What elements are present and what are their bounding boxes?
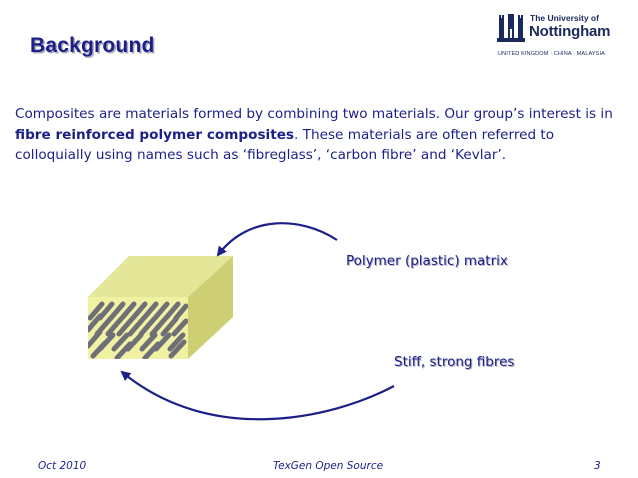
matrix-block-side [188,256,233,359]
logo-line-1: The University of [530,13,599,23]
page-number: 3 [594,460,601,472]
footer-center-text: TexGen Open Source [273,460,384,472]
fibres-arrow [120,370,395,421]
matrix-label: Polymer (plastic) matrix [346,253,508,269]
slide-title: Background [30,34,155,57]
body-text-bold: fibre reinforced polymer composites [15,126,295,143]
university-crest-icon [497,14,525,42]
fibre-bundle [88,301,188,359]
fibres-label: Stiff, strong fibres [394,354,515,370]
body-paragraph: Composites are materials formed by combi… [15,104,627,166]
body-text-part-1: Composites are materials formed by combi… [15,106,613,122]
logo-line-2: Nottingham [529,23,611,40]
matrix-block-top [88,256,233,297]
logo-subline: UNITED KINGDOM · CHINA · MALAYSIA [498,51,606,57]
footer-date: Oct 2010 [38,460,87,472]
university-logo: The University of Nottingham UNITED KING… [497,9,632,61]
body-text-part-2: . These materials are often referred to … [15,126,555,164]
matrix-arrow [216,222,338,257]
